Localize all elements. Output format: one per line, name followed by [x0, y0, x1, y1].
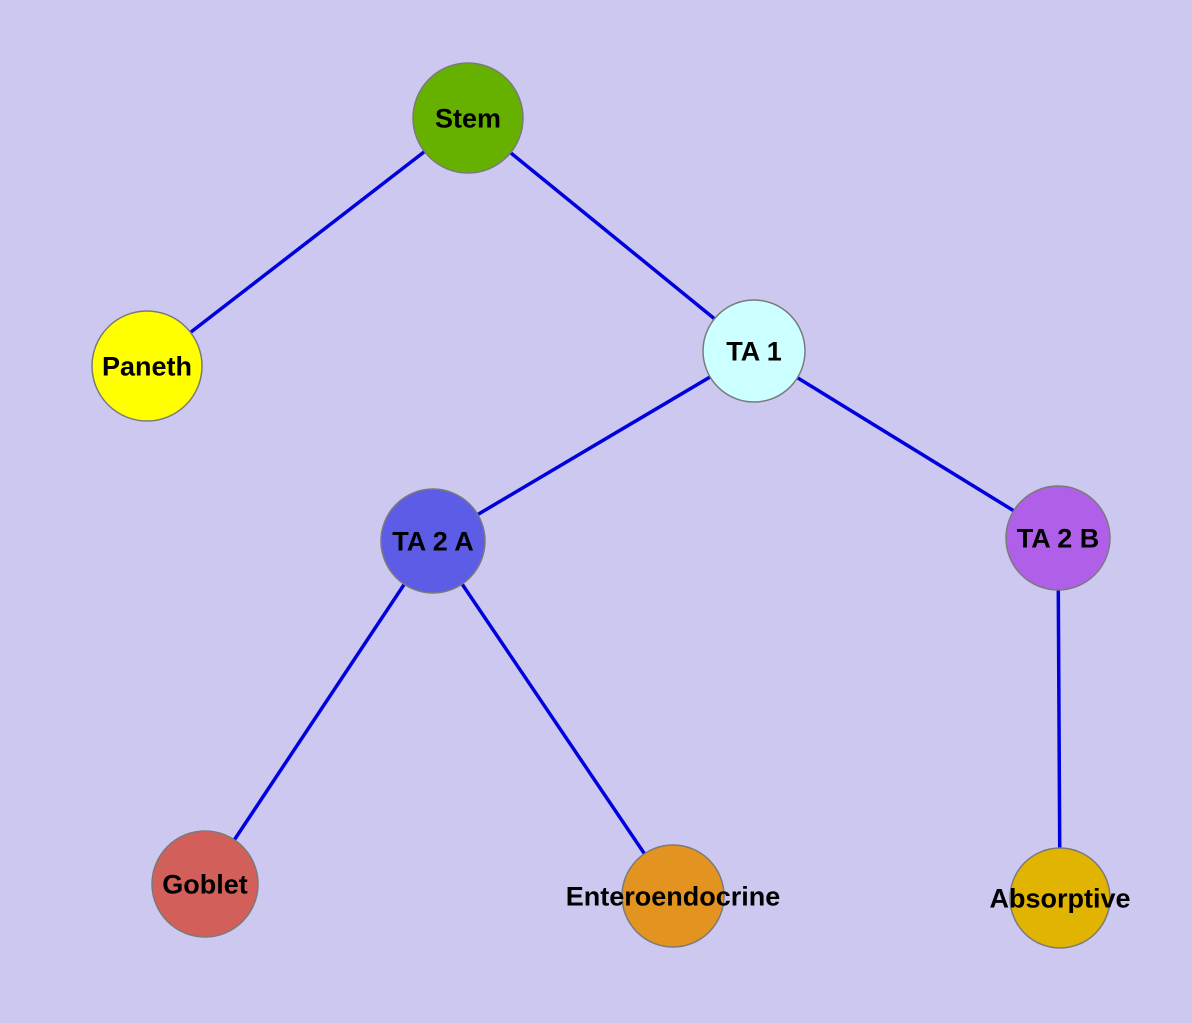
node-circle-paneth[interactable]: [91, 310, 203, 422]
edge-ta1-ta2a[interactable]: [431, 349, 756, 543]
edge-ta2a-goblet[interactable]: [203, 539, 435, 886]
edge-stem-paneth[interactable]: [145, 116, 470, 368]
edge-stem-ta1[interactable]: [466, 116, 756, 353]
node-circle-absorptive[interactable]: [1009, 847, 1111, 949]
edge-ta2a-enteroendocrine[interactable]: [431, 539, 675, 898]
node-circle-goblet[interactable]: [151, 830, 259, 938]
edge-ta2b-absorptive[interactable]: [1056, 536, 1062, 900]
node-circle-ta1[interactable]: [702, 299, 806, 403]
edge-ta1-ta2b[interactable]: [752, 349, 1060, 540]
edges-layer: [145, 116, 1062, 900]
node-circle-ta2b[interactable]: [1005, 485, 1111, 591]
node-goblet[interactable]: Goblet: [151, 830, 259, 938]
node-enteroendocrine[interactable]: Enteroendocrine: [566, 844, 781, 948]
node-absorptive[interactable]: Absorptive: [989, 847, 1131, 949]
node-stem[interactable]: Stem: [412, 62, 524, 174]
node-circle-stem[interactable]: [412, 62, 524, 174]
node-ta1[interactable]: TA 1: [702, 299, 806, 403]
node-circle-enteroendocrine[interactable]: [621, 844, 725, 948]
node-circle-ta2a[interactable]: [380, 488, 486, 594]
node-ta2b[interactable]: TA 2 B: [1005, 485, 1111, 591]
node-paneth[interactable]: Paneth: [91, 310, 203, 422]
node-ta2a[interactable]: TA 2 A: [380, 488, 486, 594]
